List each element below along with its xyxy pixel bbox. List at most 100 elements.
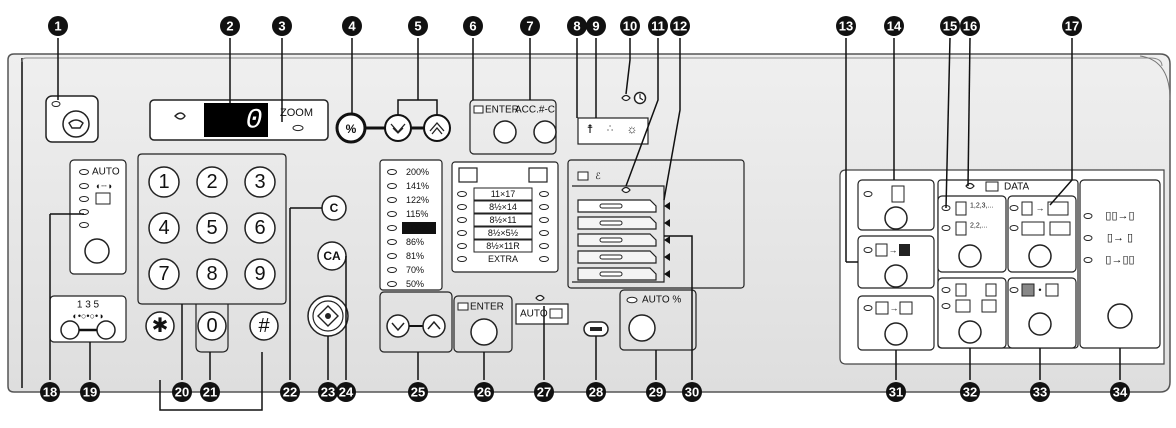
keypad-key-3[interactable]	[244, 166, 276, 198]
keypad-key-2[interactable]	[196, 166, 228, 198]
tray-select-arrow	[664, 202, 670, 210]
group-icon	[955, 221, 967, 236]
margin-shift-button[interactable]	[884, 322, 908, 346]
callout-number: 9	[592, 19, 599, 34]
enter-button[interactable]	[493, 120, 517, 144]
keypad-key-1[interactable]	[148, 166, 180, 198]
paper-misfeed-symbol: ℰ	[595, 171, 601, 181]
zoom-ratio-70: 70%	[406, 265, 424, 275]
zoom-down-button[interactable]	[386, 314, 410, 338]
callout-2	[220, 16, 240, 36]
exposure-manual-led	[79, 183, 89, 189]
two-sided-button[interactable]	[1028, 244, 1052, 268]
sort-group-button[interactable]	[958, 244, 982, 268]
callout-25	[408, 382, 428, 402]
power-save-button[interactable]	[62, 110, 90, 138]
callout-16	[960, 16, 980, 36]
callout-number: 22	[283, 385, 297, 400]
callout-number: 24	[339, 385, 354, 400]
image-edit-dot: •	[1038, 285, 1041, 295]
keypad-frame	[137, 153, 287, 305]
zoom-indicator-led	[292, 124, 304, 132]
callout-number: 6	[469, 19, 476, 34]
keypad-key-8[interactable]	[196, 258, 228, 290]
exposure-mode-button[interactable]	[84, 238, 110, 264]
copy-mode-button[interactable]	[1107, 303, 1133, 329]
callout-number: 16	[963, 19, 977, 34]
callout-number: 7	[526, 19, 533, 34]
two-sided-icon-2b	[1049, 221, 1071, 236]
callout-number: 14	[887, 19, 902, 34]
zero-key-frame	[195, 304, 229, 353]
paper-tray-handle	[599, 220, 623, 226]
copy-count-digit: 0	[246, 106, 263, 137]
keypad-key-4[interactable]	[148, 212, 180, 244]
asterisk-key[interactable]	[145, 311, 175, 341]
paper-led-right	[539, 191, 549, 197]
exposure-scale-label: 1 3 5	[77, 300, 100, 311]
image-edit-led	[1009, 287, 1019, 293]
bw-icon-white	[875, 243, 888, 257]
clear-label: C	[330, 201, 339, 215]
paper-led-right	[539, 243, 549, 249]
paper-size-label: 8½×5½	[488, 228, 519, 238]
callout-number: 11	[651, 19, 665, 34]
black-white-reverse-button[interactable]	[884, 264, 908, 288]
zoom-down-fine-button[interactable]	[384, 114, 412, 142]
keypad-key-6[interactable]	[244, 212, 276, 244]
paper-led-right	[539, 256, 549, 262]
copy-mode-led-3	[1083, 257, 1093, 263]
callout-number: 34	[1113, 385, 1128, 400]
data-icon	[985, 181, 999, 192]
keypad-key-label: 6	[254, 217, 265, 239]
keypad-key-5[interactable]	[196, 212, 228, 244]
zoom-ratio-100: 100%	[406, 223, 429, 233]
image-edit-button[interactable]	[1028, 312, 1052, 336]
data-toner-icon	[965, 182, 975, 190]
image-edit-icon-b	[1045, 283, 1059, 297]
acc-button[interactable]	[533, 120, 557, 144]
callout-17	[1062, 16, 1082, 36]
original-to-copy-button[interactable]	[884, 206, 908, 230]
paper-size-box	[473, 213, 533, 227]
callout-11	[648, 16, 668, 36]
exposure-darker-button[interactable]	[96, 320, 116, 340]
zoom-arrow-frame	[379, 291, 453, 353]
zoom-ratio-led	[387, 239, 397, 245]
keypad-key-7[interactable]	[148, 258, 180, 290]
callout-number: 31	[889, 385, 903, 400]
callout-number: 29	[649, 385, 663, 400]
keypad-key-label: 1	[158, 171, 169, 193]
callout-9	[586, 16, 606, 36]
callout-number: 26	[477, 385, 491, 400]
paper-tray-handle	[599, 237, 623, 243]
toner-icon	[174, 112, 186, 120]
paper-size-label: 8½×11	[489, 215, 516, 225]
paper-led-right	[539, 204, 549, 210]
callout-19	[80, 382, 100, 402]
zoom-ratio-led	[387, 169, 397, 175]
auto-percent-button[interactable]	[628, 314, 656, 342]
duplex-button[interactable]	[958, 320, 982, 344]
tray-enter-button[interactable]	[470, 318, 498, 346]
keypad-key-9[interactable]	[244, 258, 276, 290]
callout-number: 28	[589, 385, 603, 400]
keypad-key-label: 3	[254, 171, 265, 193]
power-save-icon	[68, 119, 84, 129]
exposure-lighter-button[interactable]	[60, 320, 80, 340]
keypad-key-0[interactable]	[197, 311, 227, 341]
callout-number: 19	[83, 385, 97, 400]
hash-key[interactable]	[249, 311, 279, 341]
paper-tray-icon-left	[458, 167, 478, 183]
callout-21	[200, 382, 220, 402]
paper-misfeed-icon	[577, 171, 589, 181]
callout-number: 32	[963, 385, 977, 400]
mark-28-bar	[590, 327, 602, 331]
person-icon: ☨	[587, 122, 594, 136]
callout-8	[567, 16, 587, 36]
keypad-key-label: 7	[158, 263, 169, 285]
sort-mode-frame	[937, 195, 1007, 273]
zoom-up-button[interactable]	[422, 314, 446, 338]
callout-number: 33	[1033, 385, 1047, 400]
callout-number: 30	[685, 385, 699, 400]
